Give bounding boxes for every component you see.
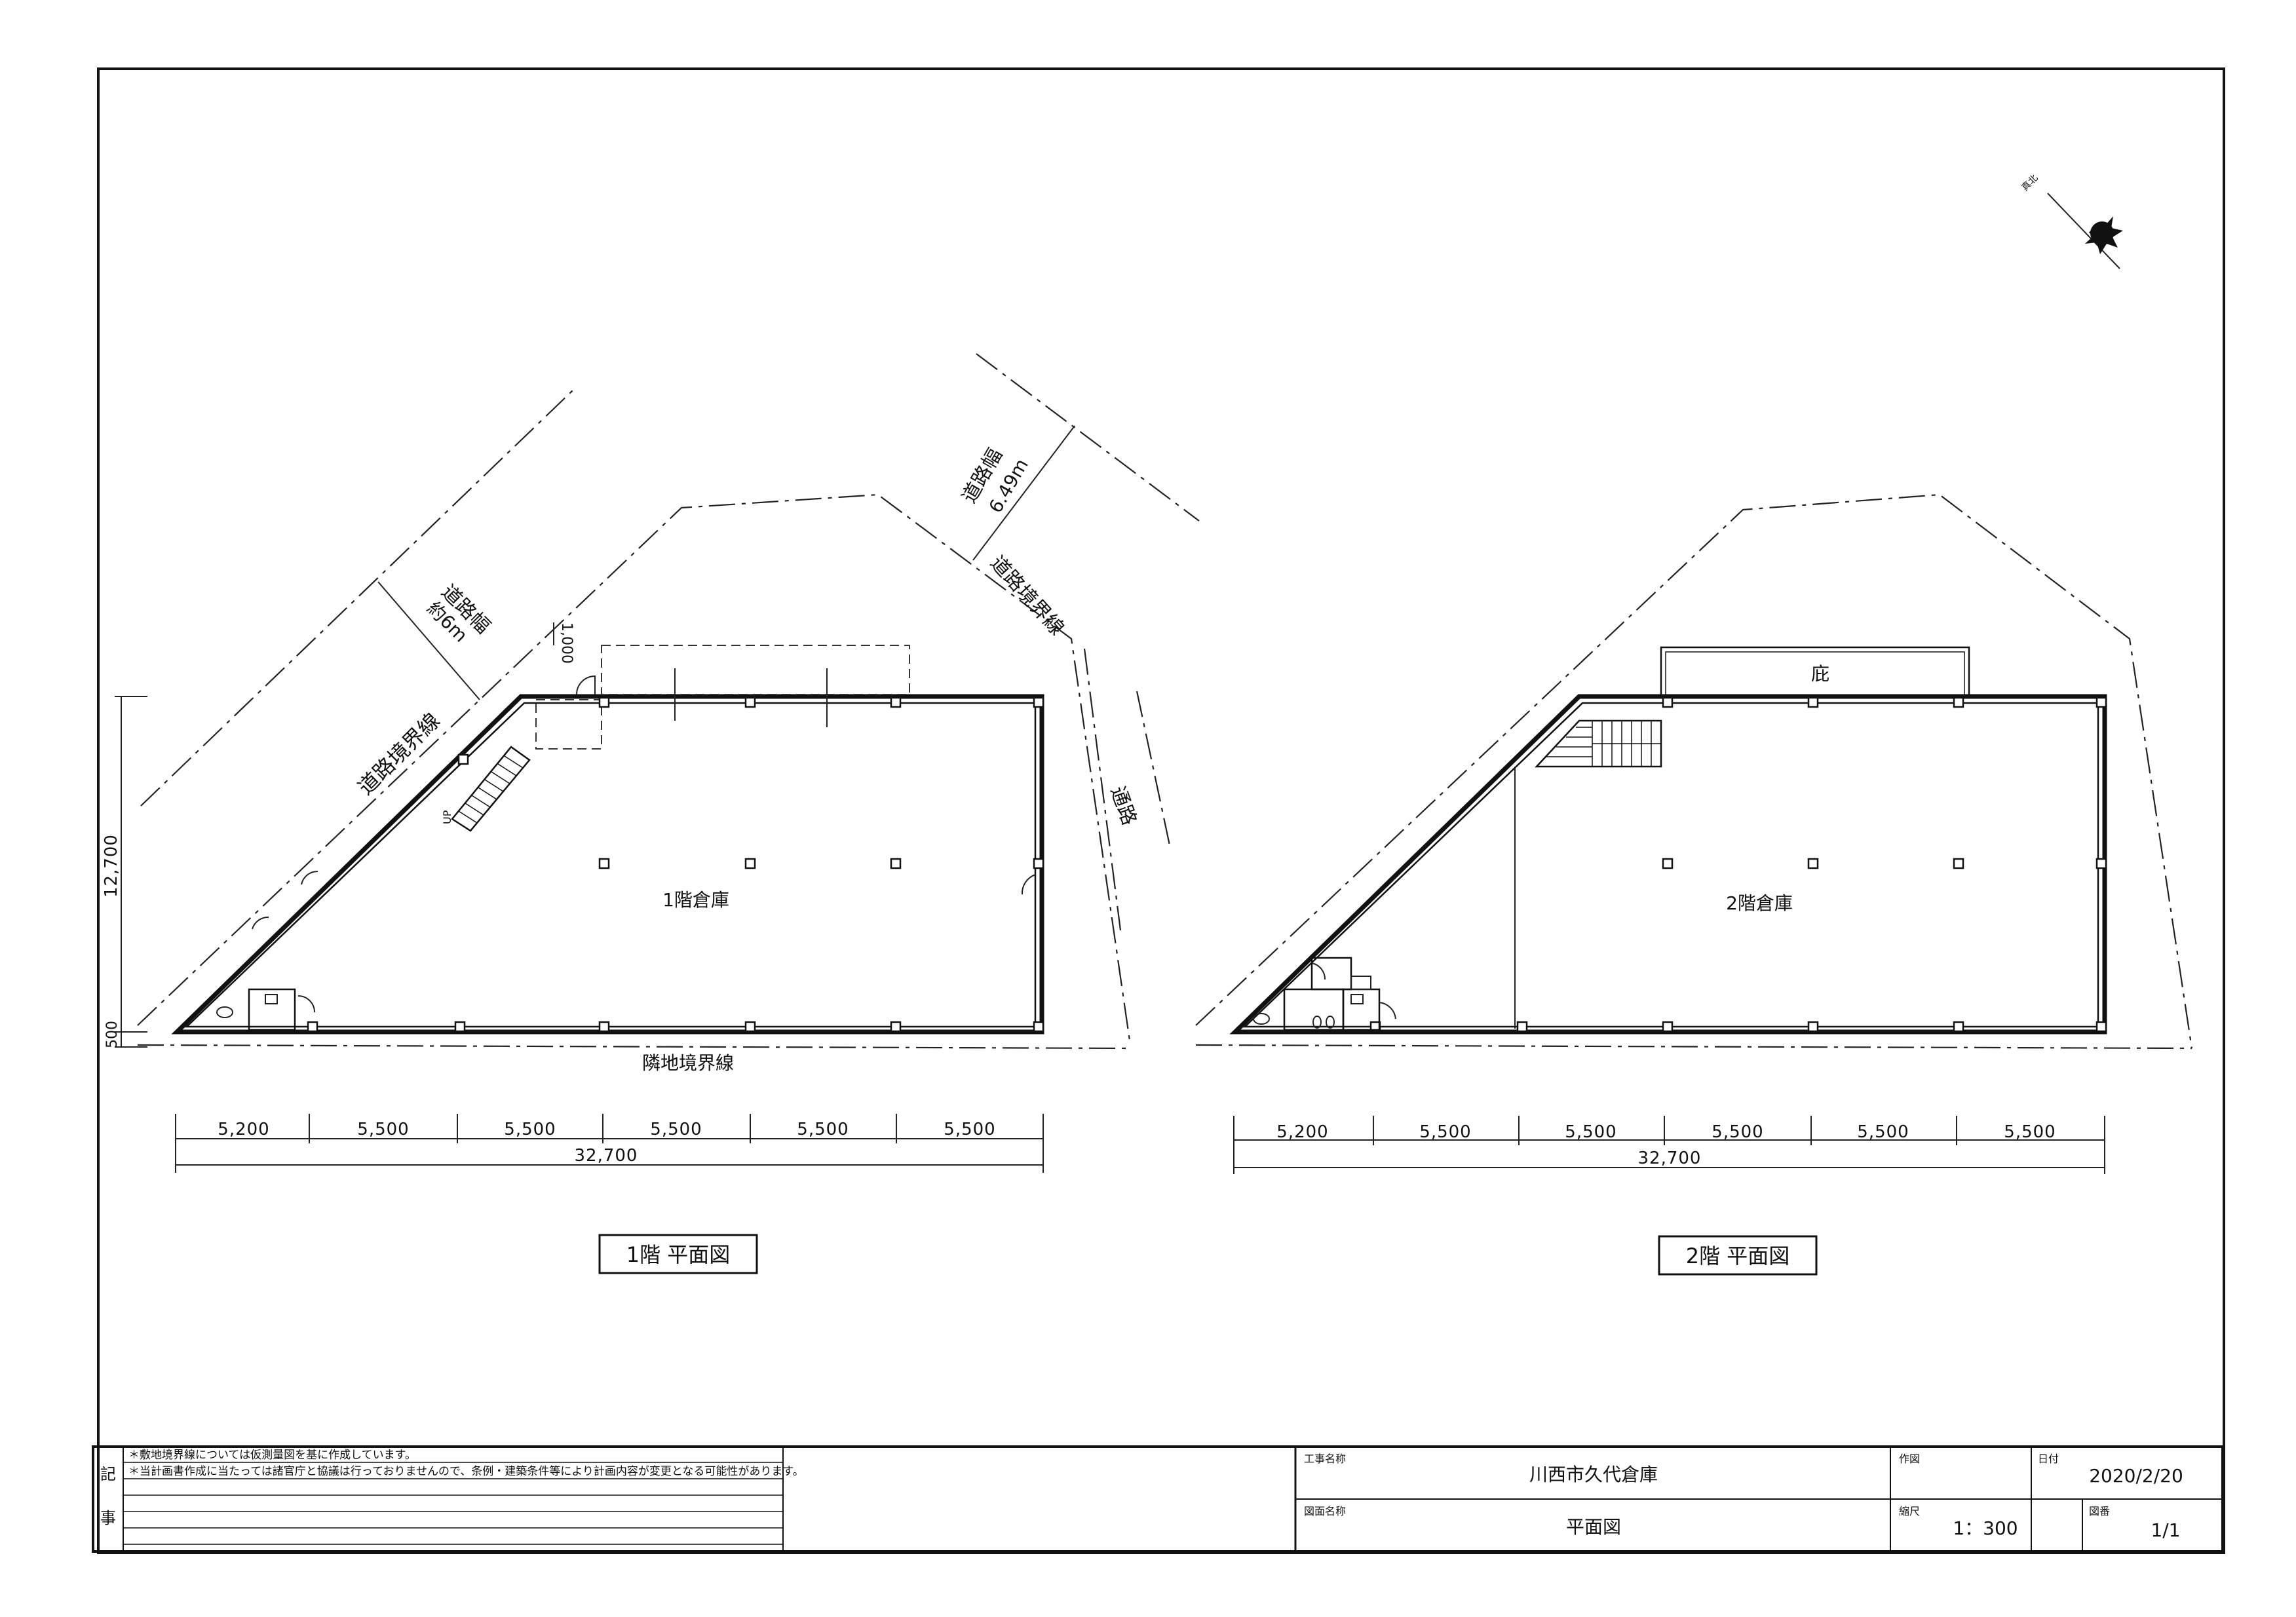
floor1-depth-dimension: 12,700 500 bbox=[102, 696, 147, 1048]
floor2-title: 2階 平面図 bbox=[1686, 1244, 1790, 1268]
title-block: 記 事 ＊敷地境界線については仮測量図を基に作成しています。 ＊当計画書作成に当… bbox=[92, 1445, 2224, 1553]
floor1-toilet-room bbox=[216, 988, 296, 1031]
floor1-neighbor-boundary-label: 隣地境界線 bbox=[642, 1052, 734, 1074]
floor1-building-inner bbox=[184, 702, 1037, 1028]
drawing-label: 図面名称 bbox=[1304, 1505, 1346, 1517]
floor2-toilet-rooms bbox=[1253, 957, 1396, 1031]
floor1-stair-label: UP bbox=[441, 810, 453, 824]
floor1-room-label: 1階倉庫 bbox=[662, 889, 729, 911]
floor1-site-boundary bbox=[137, 493, 1132, 1046]
floor1-loading-area bbox=[601, 645, 910, 695]
floor2-stair bbox=[1535, 719, 1662, 768]
floor2-span-1: 5,200 bbox=[1276, 1122, 1328, 1142]
sheet-label: 図番 bbox=[2089, 1505, 2110, 1517]
floor1-doors bbox=[252, 675, 1036, 1013]
north-label: 真北 bbox=[2019, 173, 2040, 193]
note-1: ＊敷地境界線については仮測量図を基に作成しています。 bbox=[128, 1449, 416, 1462]
floor2-span-5: 5,500 bbox=[1857, 1122, 1909, 1142]
floor1-neighbor-boundary-line bbox=[137, 1044, 1131, 1050]
note-2: ＊当計画書作成に当たっては諸官庁と協議は行っておりませんので、条例・建築条件等に… bbox=[128, 1465, 804, 1478]
floor2-span-dimensions: 5,200 5,500 5,500 5,500 5,500 5,500 32,7… bbox=[1233, 1116, 2105, 1174]
floor2-site-boundary bbox=[1195, 493, 2193, 1049]
drawing-name: 平面図 bbox=[1566, 1516, 1621, 1538]
floor2-total-span: 32,700 bbox=[1638, 1149, 1702, 1168]
floor1-columns bbox=[307, 696, 1044, 1033]
date-label: 日付 bbox=[2038, 1453, 2059, 1465]
scale-value: 1：300 bbox=[1953, 1517, 2018, 1539]
floor1-span-3: 5,500 bbox=[504, 1120, 556, 1139]
floor2-span-2: 5,500 bbox=[1419, 1122, 1471, 1142]
floor1-setback-label: 1,000 bbox=[558, 622, 575, 664]
drawn-label: 作図 bbox=[1899, 1453, 1920, 1465]
date-value: 2020/2/20 bbox=[2089, 1465, 2183, 1487]
floor1-title: 1階 平面図 bbox=[626, 1242, 731, 1267]
floor1-span-1: 5,200 bbox=[218, 1120, 269, 1139]
floor1-road2-boundary-label: 道路境界線 bbox=[985, 552, 1068, 640]
scale-label: 縮尺 bbox=[1899, 1505, 1920, 1517]
notes-side-label-1: 記 bbox=[100, 1465, 116, 1483]
drawing-border bbox=[97, 67, 2225, 1554]
floor2-title-box: 2階 平面図 bbox=[1658, 1235, 1818, 1276]
floor1-span-2: 5,500 bbox=[357, 1120, 409, 1139]
floor1-road2-width-dim: 道路幅 6.49m bbox=[958, 425, 1075, 561]
floor1-path-label: 通路 bbox=[1105, 784, 1140, 828]
floor2-plan: 庇 bbox=[1195, 493, 2193, 1276]
sheet-value: 1/1 bbox=[2151, 1519, 2180, 1541]
notes-side-label-2: 事 bbox=[100, 1509, 116, 1527]
floor1-path-edge-2 bbox=[1083, 648, 1122, 931]
floor1-road2-edge bbox=[976, 353, 1200, 522]
floor2-columns bbox=[1369, 696, 2107, 1033]
north-arrow-icon: 真北 bbox=[2019, 173, 2123, 269]
floor1-entry-area bbox=[535, 699, 602, 750]
floor1-road-width-dim: 道路幅 約6m bbox=[377, 580, 495, 700]
project-label: 工事名称 bbox=[1304, 1453, 1346, 1465]
floor1-shutters bbox=[674, 668, 828, 727]
floor2-canopy: 庇 bbox=[1660, 646, 1970, 696]
floor1-total-span: 32,700 bbox=[575, 1146, 638, 1166]
floor1-span-5: 5,500 bbox=[797, 1120, 849, 1139]
floor2-span-6: 5,500 bbox=[2004, 1122, 2056, 1142]
floor1-plan: UP 1階倉庫 道路境界線 bbox=[102, 353, 1200, 1274]
floor1-path-edge bbox=[1136, 691, 1171, 846]
floor1-span-4: 5,500 bbox=[650, 1120, 702, 1139]
project-name: 川西市久代倉庫 bbox=[1529, 1464, 1658, 1485]
floor1-road-edge bbox=[140, 389, 574, 807]
floor1-title-box: 1階 平面図 bbox=[598, 1234, 758, 1274]
floor2-span-4: 5,500 bbox=[1712, 1122, 1763, 1142]
floor1-stair: UP bbox=[441, 746, 531, 832]
floor1-depth-label: 12,700 bbox=[102, 834, 121, 898]
floor2-neighbor-boundary-line bbox=[1195, 1044, 2192, 1050]
floor2-room-label: 2階倉庫 bbox=[1726, 892, 1793, 914]
floor2-span-3: 5,500 bbox=[1565, 1122, 1617, 1142]
floor2-canopy-label: 庇 bbox=[1811, 663, 1829, 685]
floor1-offset-label: 500 bbox=[104, 1021, 121, 1048]
floor1-span-dimensions: 5,200 5,500 5,500 5,500 5,500 5,500 32,7… bbox=[175, 1114, 1044, 1173]
floor1-span-6: 5,500 bbox=[944, 1120, 995, 1139]
